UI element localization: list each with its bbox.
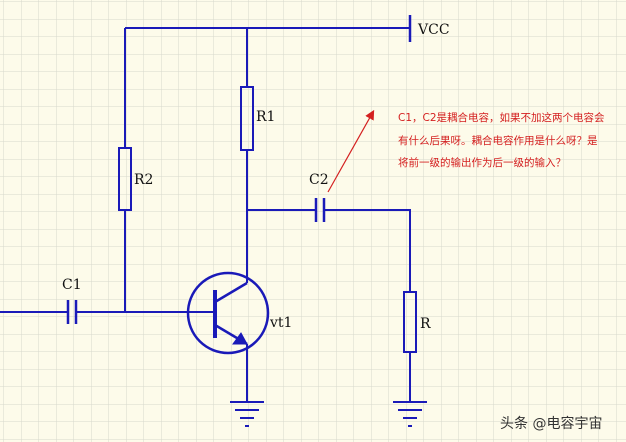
c2-label: C2 xyxy=(309,172,329,188)
r1-label: R1 xyxy=(256,109,275,125)
ground-symbol xyxy=(393,401,427,427)
svg-text:C1，C2是耦合电容，如果不加这两个电容会: C1，C2是耦合电容，如果不加这两个电容会 xyxy=(398,111,605,124)
vcc-label: VCC xyxy=(417,22,450,38)
r-label: R xyxy=(420,316,431,332)
r2-label: R2 xyxy=(134,172,153,188)
resistor-r2 xyxy=(118,147,132,211)
annotation-text: C1，C2是耦合电容，如果不加这两个电容会 有什么后果呀。耦合电容作用是什么呀？… xyxy=(398,111,605,169)
ground-symbol xyxy=(230,401,264,427)
capacitor-c2 xyxy=(314,198,326,222)
svg-text:有什么后果呀。耦合电容作用是什么呀？是: 有什么后果呀。耦合电容作用是什么呀？是 xyxy=(398,134,598,147)
annotation-arrow xyxy=(327,109,375,193)
resistor-r xyxy=(403,291,417,353)
c1-label: C1 xyxy=(62,277,82,293)
watermark: 头条 @电容宇宙 xyxy=(500,415,602,432)
capacitor-c1 xyxy=(66,300,78,324)
resistor-r1 xyxy=(240,86,254,151)
wires xyxy=(0,15,412,402)
transistor-vt1 xyxy=(186,271,270,355)
vt1-label: vt1 xyxy=(269,315,292,331)
svg-text:将前一级的输出作为后一级的输入？: 将前一级的输出作为后一级的输入？ xyxy=(398,156,566,169)
